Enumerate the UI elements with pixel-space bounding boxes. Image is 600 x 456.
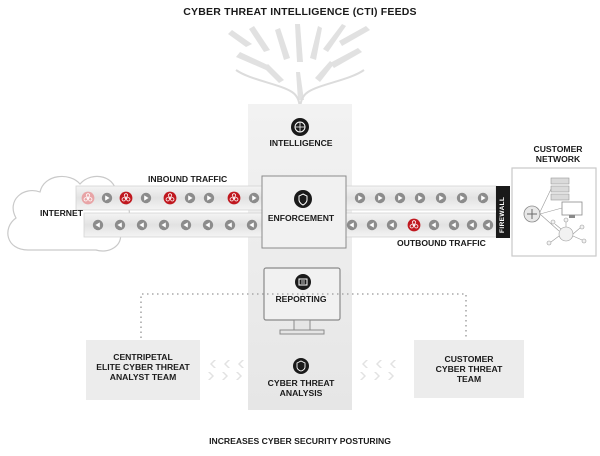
feedback-dotted-loop bbox=[140, 293, 467, 348]
analysis-line-1: CYBER THREAT bbox=[267, 378, 335, 388]
packet-icon bbox=[456, 192, 468, 204]
packet-icon bbox=[366, 219, 378, 231]
packet-icon bbox=[180, 219, 192, 231]
packet-icon bbox=[184, 192, 196, 204]
packet-icon bbox=[92, 219, 104, 231]
centripetal-team-label: CENTRIPETAL ELITE CYBER THREAT ANALYST T… bbox=[88, 352, 198, 382]
server-rack-icon bbox=[550, 177, 570, 201]
connector-chevron bbox=[362, 360, 368, 368]
centripetal-team-line-3: ANALYST TEAM bbox=[109, 372, 177, 382]
customer-network-box bbox=[511, 167, 597, 257]
packet-icon bbox=[477, 192, 489, 204]
connector-chevron bbox=[210, 360, 216, 368]
packet-icon bbox=[394, 192, 406, 204]
connector-chevron bbox=[388, 372, 394, 380]
connector-chevron bbox=[208, 372, 214, 380]
biohazard-icon bbox=[81, 191, 95, 205]
connector-chevron bbox=[222, 372, 228, 380]
analysis-line-2: ANALYSIS bbox=[279, 388, 323, 398]
customer-team-line-2: CYBER THREAT bbox=[435, 364, 503, 374]
packet-icon bbox=[101, 192, 113, 204]
packet-icon bbox=[346, 219, 358, 231]
packet-icon bbox=[386, 219, 398, 231]
customer-team-box bbox=[414, 340, 524, 398]
connector-chevron bbox=[360, 372, 366, 380]
monitor-icon bbox=[561, 201, 583, 218]
centripetal-team-line-2: ELITE CYBER THREAT bbox=[96, 362, 190, 372]
intelligence-label: INTELLIGENCE bbox=[269, 138, 333, 148]
connector-chevron bbox=[236, 372, 242, 380]
customer-network-line-2: NETWORK bbox=[535, 154, 581, 164]
packet-icon bbox=[246, 219, 258, 231]
connector-chevron bbox=[376, 360, 382, 368]
packet-icon bbox=[224, 219, 236, 231]
centripetal-team-box bbox=[86, 340, 200, 400]
customer-network-line-1: CUSTOMER bbox=[533, 144, 583, 154]
packet-icon bbox=[482, 219, 494, 231]
packet-icon bbox=[435, 192, 447, 204]
customer-team-line-1: CUSTOMER bbox=[444, 354, 494, 364]
outbound-traffic-label: OUTBOUND TRAFFIC bbox=[397, 238, 486, 248]
connector-chevron bbox=[224, 360, 230, 368]
biohazard-icon bbox=[407, 218, 421, 232]
packet-icon bbox=[136, 219, 148, 231]
packet-icon bbox=[114, 219, 126, 231]
packet-icon bbox=[248, 192, 260, 204]
lightbulb-shield-icon bbox=[293, 358, 309, 374]
internet-label: INTERNET bbox=[40, 208, 83, 218]
packet-icon bbox=[202, 219, 214, 231]
customer-team-label: CUSTOMER CYBER THREAT TEAM bbox=[415, 354, 523, 384]
biohazard-icon bbox=[163, 191, 177, 205]
firewall-label: FIREWALL bbox=[499, 196, 506, 234]
connector-chevron bbox=[374, 372, 380, 380]
customer-network-label: CUSTOMER NETWORK bbox=[520, 144, 596, 164]
connector-chevron bbox=[390, 360, 396, 368]
iot-hub-icon bbox=[539, 188, 587, 246]
packet-icon bbox=[140, 192, 152, 204]
enforcement-box bbox=[261, 175, 347, 249]
router-icon bbox=[523, 205, 541, 223]
connector-chevron bbox=[238, 360, 244, 368]
enforcement-label: ENFORCEMENT bbox=[267, 213, 335, 223]
cyber-threat-analysis-label: CYBER THREAT ANALYSIS bbox=[244, 378, 358, 398]
report-icon bbox=[295, 274, 311, 290]
globe-icon bbox=[291, 118, 309, 136]
inbound-traffic-label: INBOUND TRAFFIC bbox=[148, 174, 228, 184]
biohazard-icon bbox=[119, 191, 133, 205]
packet-icon bbox=[158, 219, 170, 231]
packet-icon bbox=[374, 192, 386, 204]
firewall-bar bbox=[496, 186, 510, 238]
biohazard-icon bbox=[227, 191, 241, 205]
packet-icon bbox=[354, 192, 366, 204]
packet-icon bbox=[428, 219, 440, 231]
packet-icon bbox=[203, 192, 215, 204]
footer-caption: INCREASES CYBER SECURITY POSTURING bbox=[209, 436, 391, 446]
customer-team-line-3: TEAM bbox=[456, 374, 482, 384]
cti-feed-arrows bbox=[228, 24, 370, 100]
packet-icon bbox=[414, 192, 426, 204]
connector-arrows bbox=[208, 360, 396, 380]
page-title: CYBER THREAT INTELLIGENCE (CTI) FEEDS bbox=[183, 6, 417, 18]
reporting-label: REPORTING bbox=[275, 294, 327, 304]
shield-icon bbox=[294, 190, 312, 208]
packet-icon bbox=[448, 219, 460, 231]
packet-icon bbox=[466, 219, 478, 231]
centripetal-team-line-1: CENTRIPETAL bbox=[113, 352, 173, 362]
